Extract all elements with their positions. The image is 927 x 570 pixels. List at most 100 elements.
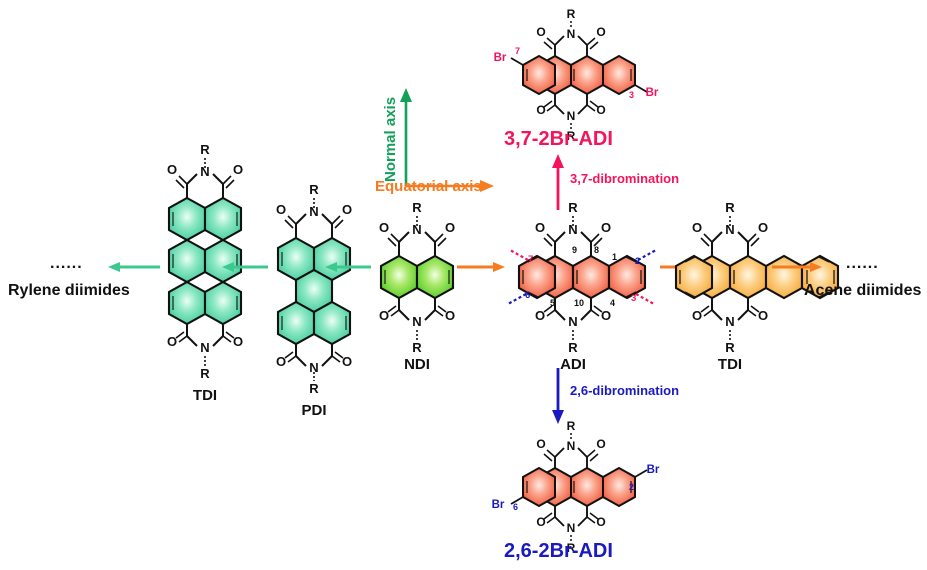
- br26-position-6: 6: [513, 502, 518, 512]
- axes-arrows: [400, 88, 494, 192]
- pdi-bottom-r: R: [309, 372, 319, 396]
- left-dots: ......: [50, 255, 83, 272]
- svg-text:O: O: [536, 25, 545, 39]
- br-label-6: Br: [492, 499, 505, 511]
- reaction-label-37: 3,7-dibromination: [570, 171, 680, 186]
- ndi-skeleton: R N O O O O N R: [379, 200, 455, 355]
- svg-text:R: R: [568, 340, 578, 355]
- svg-text:O: O: [596, 515, 605, 529]
- br37-adi-skeleton: R N O O O O: [494, 7, 659, 130]
- svg-text:N: N: [567, 109, 576, 123]
- svg-text:O: O: [379, 220, 389, 235]
- svg-text:O: O: [596, 437, 605, 451]
- reaction-label-26: 2,6-dibromination: [570, 383, 680, 398]
- svg-text:N: N: [568, 222, 577, 237]
- structure-adi: R N O O: [498, 198, 657, 373]
- svg-text:O: O: [167, 162, 177, 177]
- adi-position-9: 9: [572, 245, 577, 255]
- adi-skeleton: R N O O: [507, 200, 657, 355]
- svg-text:O: O: [758, 308, 768, 323]
- svg-text:O: O: [445, 308, 455, 323]
- equatorial-axis-label: Equatorial axis: [375, 178, 482, 195]
- svg-text:N: N: [412, 222, 421, 237]
- adi-position-3: 3: [631, 293, 636, 304]
- svg-text:O: O: [601, 308, 611, 323]
- svg-text:N: N: [309, 360, 318, 375]
- arrow-pdi-to-tdi: [222, 262, 268, 272]
- reaction-arrow-37: [552, 154, 564, 210]
- br37-bottom-r: R: [567, 129, 576, 143]
- svg-text:O: O: [342, 354, 352, 369]
- structure-tdi-rylene: R N O O: [145, 140, 265, 404]
- svg-text:R: R: [567, 541, 576, 555]
- right-dots: ......: [846, 255, 879, 272]
- svg-text:O: O: [276, 354, 286, 369]
- svg-text:O: O: [758, 220, 768, 235]
- adi-position-4: 4: [610, 298, 615, 308]
- svg-text:O: O: [276, 202, 286, 217]
- br37-adi-label: 3,7-2Br-ADI: [504, 128, 613, 150]
- svg-text:R: R: [200, 366, 210, 381]
- tdi-rylene-label: TDI: [192, 387, 218, 404]
- adi-position-7: 7: [528, 254, 533, 265]
- tdi-acene-label: TDI: [717, 356, 743, 373]
- svg-text:N: N: [567, 521, 576, 535]
- svg-text:O: O: [692, 308, 702, 323]
- svg-text:R: R: [567, 419, 576, 433]
- adi-position-10: 10: [574, 298, 584, 308]
- svg-text:O: O: [596, 103, 605, 117]
- br26-position-2: 2: [629, 482, 634, 492]
- br-label-3: Br: [646, 87, 659, 99]
- br37-position-7: 7: [515, 46, 520, 56]
- adi-position-5: 5: [550, 298, 555, 308]
- svg-text:N: N: [567, 27, 576, 41]
- acene-diimides-label: Acene diimides: [804, 282, 922, 299]
- svg-text:O: O: [233, 334, 243, 349]
- rylene-diimides-label: Rylene diimides: [8, 282, 130, 299]
- pdi-skeleton: R N O O O: [276, 182, 352, 375]
- r-group-top: R: [200, 142, 210, 157]
- reaction-arrow-26: [552, 368, 564, 424]
- adi-blue-site-marks: [507, 249, 657, 305]
- br-label-7: Br: [494, 52, 507, 64]
- svg-text:O: O: [535, 308, 545, 323]
- svg-text:O: O: [596, 25, 605, 39]
- svg-text:O: O: [342, 202, 352, 217]
- svg-text:O: O: [536, 103, 545, 117]
- svg-text:N: N: [309, 204, 318, 219]
- adi-position-8: 8: [594, 245, 599, 255]
- adi-position-1: 1: [612, 252, 617, 262]
- adi-label: ADI: [560, 356, 586, 373]
- svg-text:N: N: [200, 340, 209, 355]
- svg-text:O: O: [233, 162, 243, 177]
- normal-axis-label: Normal axis: [382, 96, 399, 182]
- adi-position-6: 6: [525, 290, 530, 301]
- svg-text:R: R: [567, 129, 576, 143]
- svg-text:R: R: [568, 200, 578, 215]
- svg-text:N: N: [412, 314, 421, 329]
- structure-ndi: R N O O O O N R: [362, 198, 472, 373]
- br26-bottom-r: R: [567, 541, 576, 555]
- svg-text:O: O: [535, 220, 545, 235]
- structure-pdi: R N O O O: [255, 180, 373, 419]
- svg-text:R: R: [412, 340, 422, 355]
- svg-text:R: R: [567, 7, 576, 21]
- svg-text:R: R: [725, 200, 735, 215]
- ndi-label: NDI: [404, 356, 430, 373]
- br37-position-3: 3: [629, 90, 634, 100]
- svg-text:R: R: [309, 182, 319, 197]
- svg-text:N: N: [725, 222, 734, 237]
- svg-text:O: O: [536, 437, 545, 451]
- adi-red-site-marks: [509, 249, 655, 305]
- tdi-acene-skeleton: R N O O: [674, 200, 840, 355]
- arrow-ndi-to-adi: [457, 262, 505, 272]
- svg-text:R: R: [309, 381, 319, 396]
- svg-text:O: O: [536, 515, 545, 529]
- svg-text:O: O: [379, 308, 389, 323]
- pdi-label: PDI: [301, 402, 327, 419]
- svg-text:O: O: [445, 220, 455, 235]
- axes-inset: Normal axis Equatorial axis: [360, 78, 520, 196]
- svg-text:N: N: [568, 314, 577, 329]
- svg-text:O: O: [601, 220, 611, 235]
